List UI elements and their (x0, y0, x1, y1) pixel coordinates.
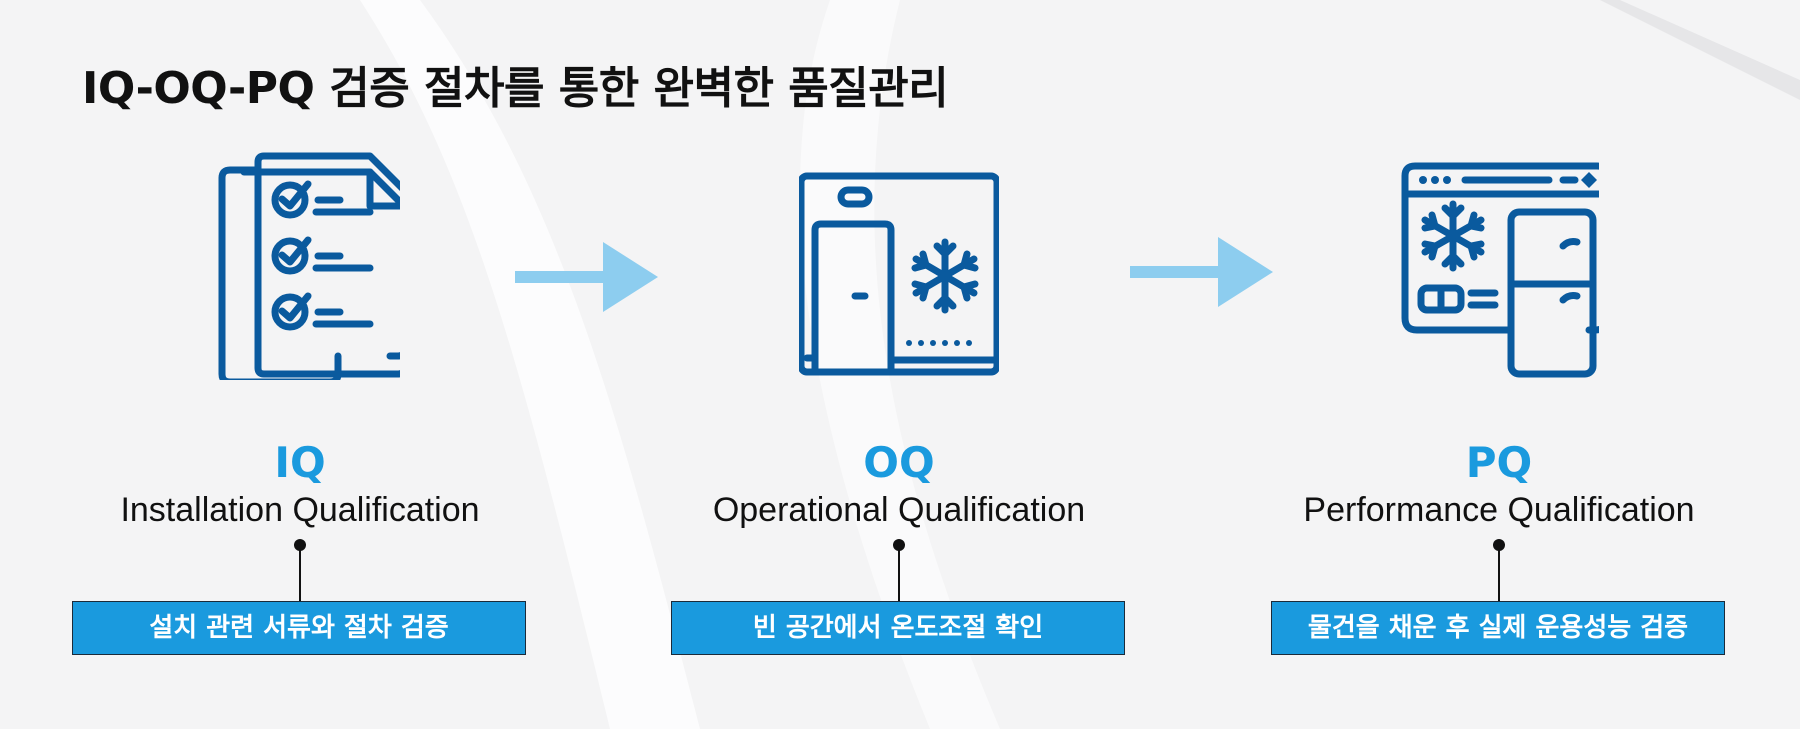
checklist-document-icon (218, 152, 400, 380)
connector-dot (893, 539, 905, 551)
step-description: 설치 관련 서류와 절차 검증 (72, 601, 526, 655)
step-pq: PQ Performance Qualification 물건을 채운 후 실제… (1269, 150, 1729, 670)
arrow-right-icon (515, 242, 658, 312)
connector-line (1498, 547, 1500, 601)
step-description: 물건을 채운 후 실제 운용성능 검증 (1271, 601, 1725, 655)
step-description: 빈 공간에서 온도조절 확인 (671, 601, 1125, 655)
connector-line (898, 547, 900, 601)
refrigerator-monitoring-icon (1401, 162, 1599, 378)
step-name: Operational Qualification (712, 491, 1086, 529)
step-name: Performance Qualification (1303, 491, 1695, 529)
step-code: IQ (274, 438, 326, 487)
connector-dot (294, 539, 306, 551)
step-code: OQ (863, 438, 935, 487)
page-title: IQ-OQ-PQ 검증 절차를 통한 완벽한 품질관리 (82, 63, 949, 114)
step-name: Installation Qualification (120, 491, 480, 529)
cold-room-icon (799, 172, 999, 376)
step-iq: IQ Installation Qualification 설치 관련 서류와 … (70, 150, 530, 670)
step-oq: OQ Operational Qualification 빈 공간에서 온도조절… (669, 150, 1129, 670)
connector-line (299, 547, 301, 601)
arrow-right-icon (1130, 237, 1273, 307)
step-code: PQ (1465, 438, 1533, 487)
connector-dot (1493, 539, 1505, 551)
